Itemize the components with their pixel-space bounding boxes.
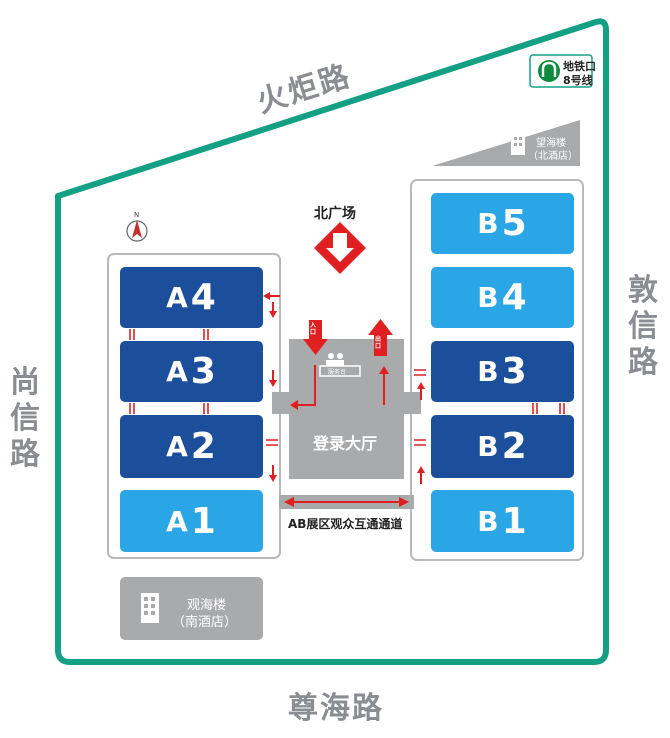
hall-b4-prefix: B — [477, 281, 500, 314]
service-desk-label: 服务台 — [328, 369, 347, 376]
corridor-label: AB展区观众互通通道 — [288, 517, 403, 531]
road-west-label: 尚信路 — [10, 365, 42, 472]
compass-label: N — [134, 211, 140, 219]
north-hotel-name: 望海楼 — [536, 138, 566, 149]
north-hotel-sub: （北酒店） — [528, 151, 578, 162]
hall-a4-prefix: A — [166, 281, 189, 314]
hall-b5-number: 5 — [501, 203, 528, 244]
hall-a1-number: 1 — [190, 500, 217, 542]
hall-a3-prefix: A — [166, 355, 189, 388]
hall-b2-number: 2 — [501, 426, 528, 467]
metro-line1: 地铁口 — [563, 60, 596, 73]
hall-b4-number: 4 — [501, 277, 528, 318]
hall-b1-number: 1 — [501, 500, 528, 542]
lobby-label: 登录大厅 — [313, 434, 378, 453]
compass-icon — [126, 220, 148, 242]
hall-a1-prefix: A — [166, 504, 189, 538]
site-boundary — [55, 18, 609, 665]
hall-a3-number: 3 — [190, 351, 217, 392]
metro-line2: 8号线 — [563, 74, 593, 87]
entrance-arrow-icon — [303, 320, 328, 355]
hall-a2-number: 2 — [190, 426, 217, 467]
south-hotel-box — [120, 577, 263, 640]
road-east-label: 敦信路 — [628, 273, 660, 380]
south-hotel-sub: （南酒店） — [172, 615, 238, 630]
hall-a2-prefix: A — [166, 430, 189, 463]
metro-logo-icon — [538, 60, 560, 82]
entrance-label: 入口 — [310, 322, 317, 336]
north-plaza-entry-icon — [314, 222, 366, 274]
hall-b5-prefix: B — [477, 207, 500, 240]
road-south-label: 尊海路 — [288, 691, 384, 726]
north-hotel-building-icon — [511, 133, 525, 155]
service-desk-icon — [319, 353, 361, 377]
hall-b1-prefix: B — [477, 504, 500, 538]
hall-b3-prefix: B — [477, 355, 500, 388]
south-hotel-building-icon — [141, 593, 159, 623]
hall-b2-prefix: B — [477, 430, 500, 463]
south-hotel-name: 观海楼 — [187, 598, 227, 613]
hall-b3-number: 3 — [501, 351, 528, 392]
hall-a4-number: 4 — [190, 277, 217, 318]
exit-label: 出口 — [375, 336, 382, 350]
north-hotel-shape — [432, 120, 580, 166]
zone-b-frame — [410, 179, 584, 561]
lobby-block — [289, 339, 404, 479]
exit-arrow-icon — [368, 319, 393, 356]
north-plaza-label: 北广场 — [314, 206, 356, 222]
